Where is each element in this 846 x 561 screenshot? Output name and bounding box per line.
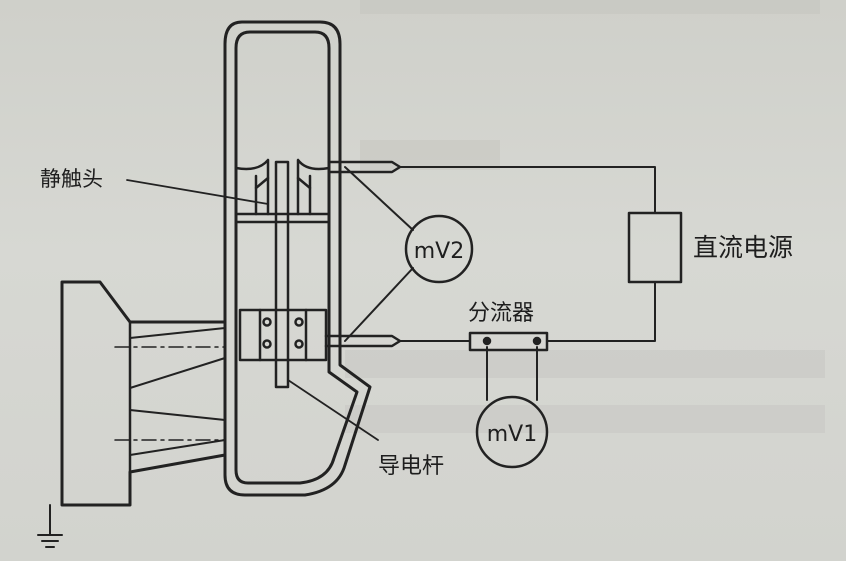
breaker-outer-body xyxy=(223,20,372,497)
rod-leader xyxy=(287,379,379,441)
millivoltmeter-v1 xyxy=(475,395,549,469)
circuit-wires xyxy=(344,166,656,401)
housing-rib-4 xyxy=(129,409,226,421)
conductive-rod xyxy=(274,160,290,389)
static-contact-assembly xyxy=(234,158,331,224)
bleed-through-text xyxy=(345,0,825,433)
dc-power-supply xyxy=(627,211,683,284)
millivoltmeter-v2 xyxy=(404,214,474,284)
sliding-contact-block xyxy=(238,308,328,362)
lower-terminal xyxy=(324,334,402,348)
breaker-inner-body xyxy=(234,30,359,485)
meter-v2-label: mV2 xyxy=(414,239,464,264)
static-contact-leader xyxy=(126,179,269,205)
housing-rib-3 xyxy=(129,357,226,389)
label-conductive-rod: 导电杆 xyxy=(378,454,444,479)
label-static-contact: 静触头 xyxy=(40,167,103,191)
label-shunt: 分流器 xyxy=(468,301,534,326)
shunt-resistor xyxy=(468,331,549,352)
label-dc-power: 直流电源 xyxy=(693,233,793,262)
meter-v1-label: mV1 xyxy=(487,422,537,447)
housing-rib-5 xyxy=(129,439,226,456)
mechanism-housing xyxy=(60,280,227,507)
ground-icon xyxy=(37,504,63,548)
housing-rib-2 xyxy=(129,327,226,339)
